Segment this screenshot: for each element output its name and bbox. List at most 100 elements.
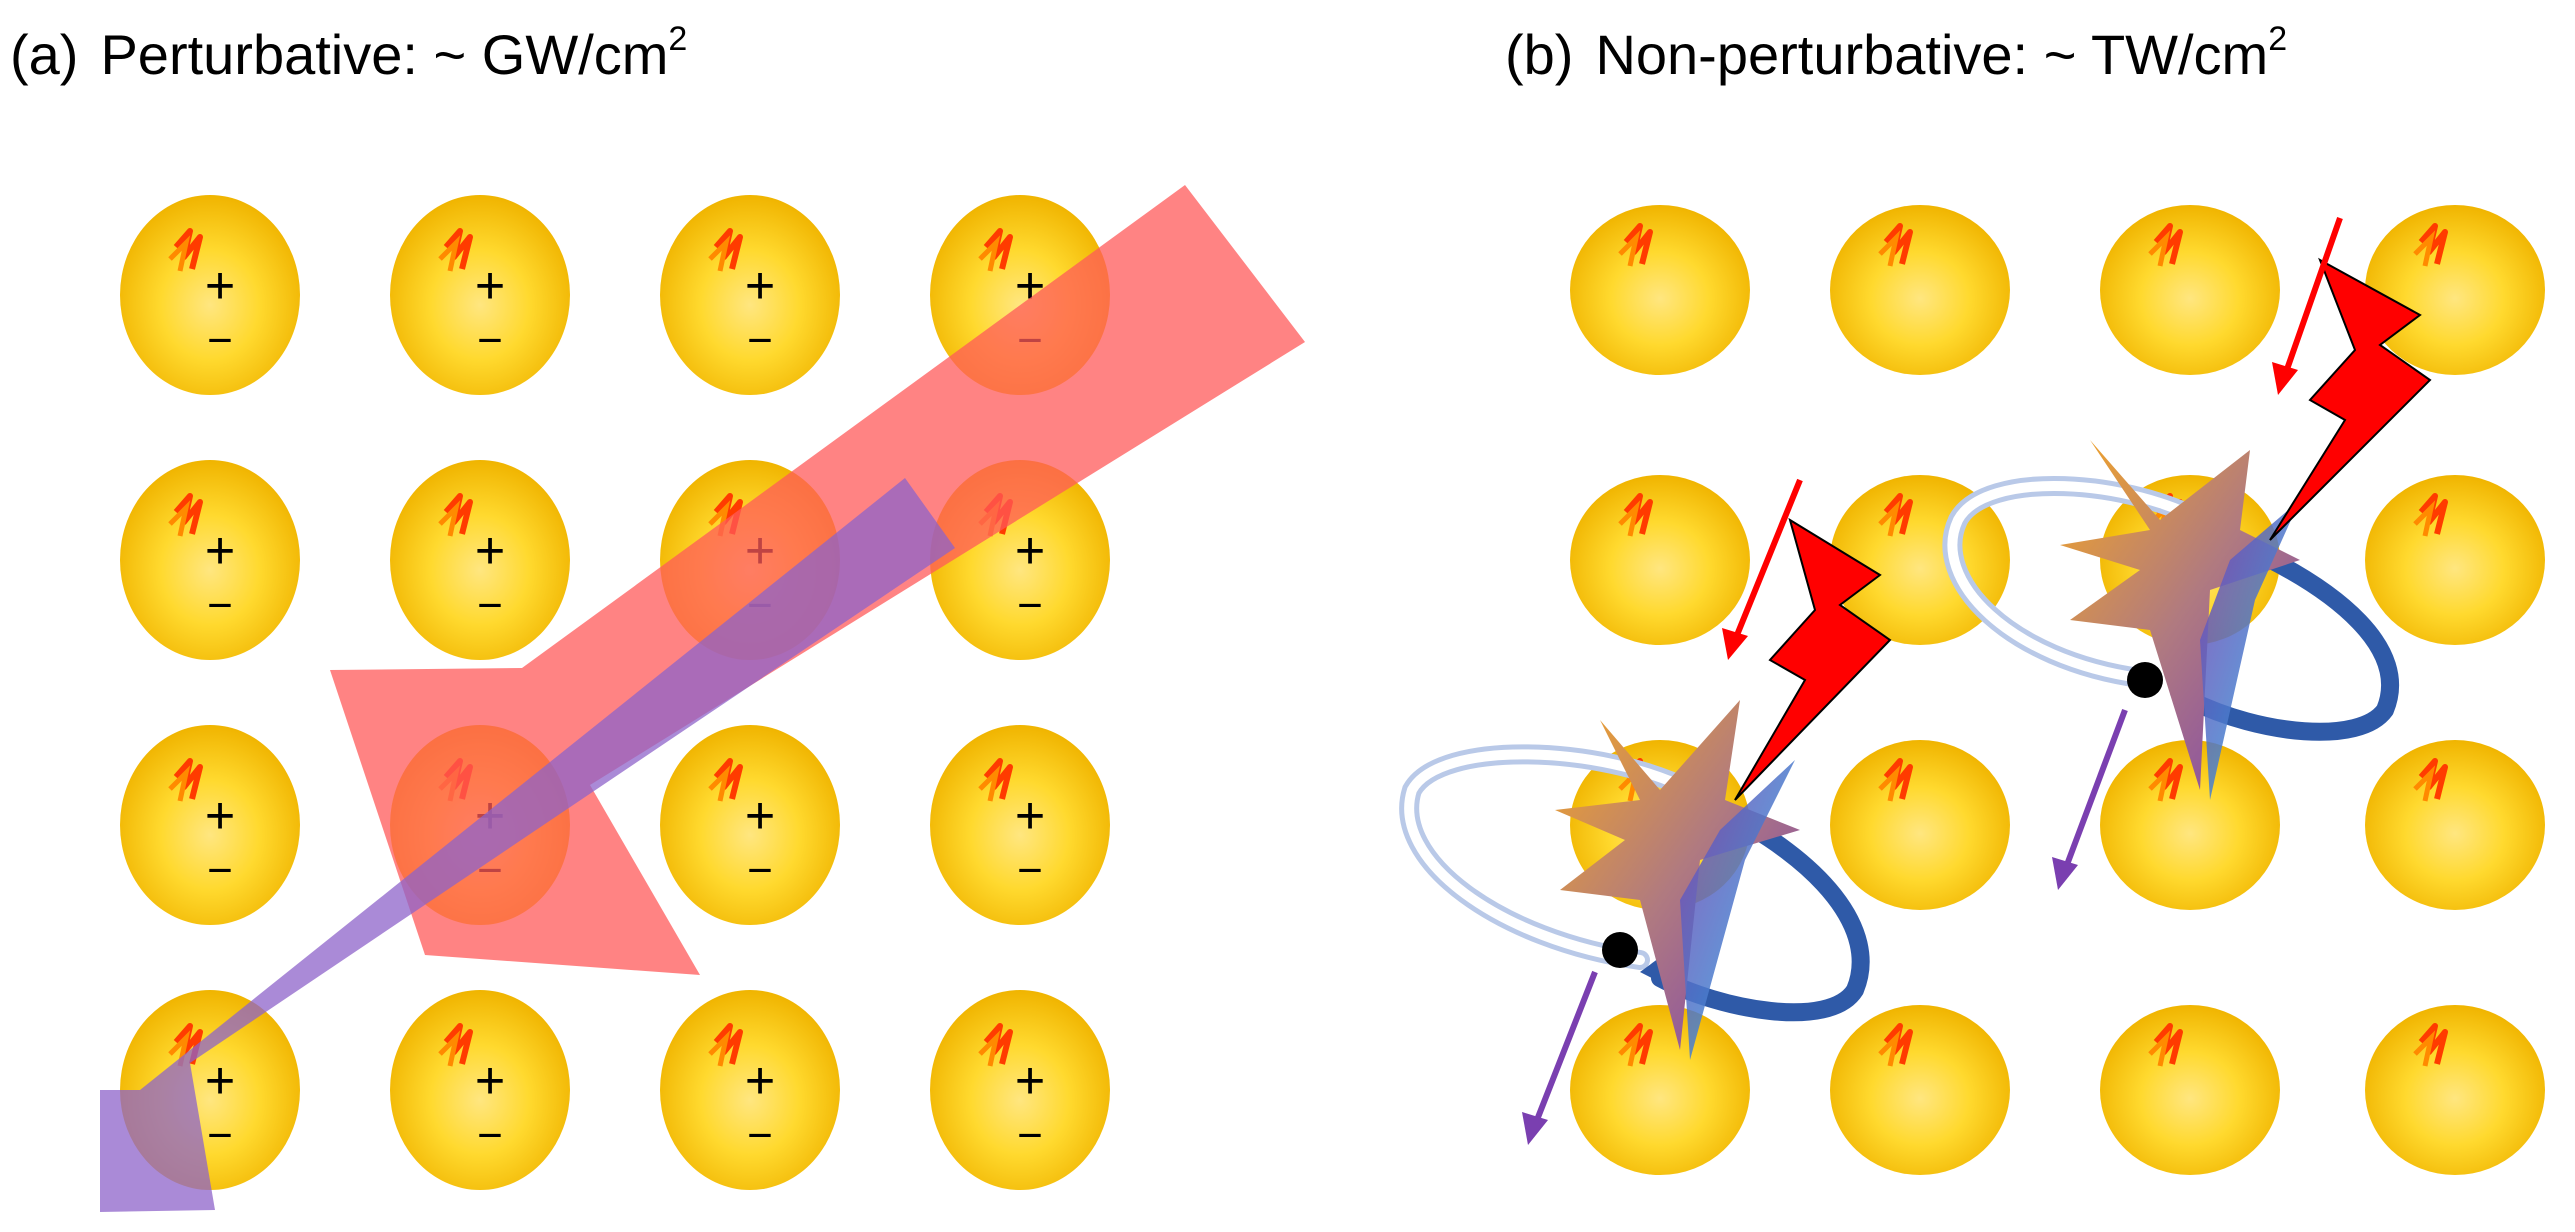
emission-star <box>2060 440 2300 790</box>
negative-charge: − <box>747 1111 773 1160</box>
atom-body <box>1570 475 1750 645</box>
atom-body <box>660 990 840 1190</box>
negative-charge: − <box>1017 1111 1043 1160</box>
negative-charge: − <box>1017 581 1043 630</box>
atom-body <box>1570 205 1750 375</box>
atom-body <box>2365 475 2545 645</box>
atom-body <box>1830 740 2010 910</box>
atom: +− <box>660 725 840 925</box>
positive-charge: + <box>205 1052 235 1110</box>
atom-body <box>2365 205 2545 375</box>
negative-charge: − <box>477 1111 503 1160</box>
incident-field-arrow <box>2282 217 2343 376</box>
ionization-event-left <box>1399 478 1892 1145</box>
atom-body <box>660 195 840 395</box>
atom: +− <box>390 990 570 1190</box>
electron-orbit-return <box>1651 801 1870 1022</box>
atom-body <box>2100 205 2280 375</box>
electron-orbit-return <box>2181 536 2399 741</box>
atom <box>2365 740 2545 910</box>
atom-body <box>1570 1005 1750 1175</box>
atom-body <box>2100 1005 2280 1175</box>
positive-charge: + <box>475 1052 505 1110</box>
negative-charge: − <box>477 581 503 630</box>
atom-body <box>1830 205 2010 375</box>
atom <box>1570 475 1750 645</box>
atom-body <box>930 990 1110 1190</box>
positive-charge: + <box>745 257 775 315</box>
laser-bolt-icon <box>1734 517 1892 801</box>
atom-body <box>390 990 570 1190</box>
negative-charge: − <box>747 316 773 365</box>
atom: +− <box>930 990 1110 1190</box>
atom <box>1570 205 1750 375</box>
panel-b-atom-lattice <box>1570 205 2545 1175</box>
panel-a-intensity: ~ GW/cm <box>433 23 669 86</box>
atom-body <box>930 725 1110 925</box>
electron <box>2127 662 2163 698</box>
atom: +− <box>930 725 1110 925</box>
electron <box>1602 932 1638 968</box>
atom-body <box>120 195 300 395</box>
negative-charge: − <box>207 846 233 895</box>
atom <box>1830 740 2010 910</box>
atom <box>1830 1005 2010 1175</box>
atom <box>2100 1005 2280 1175</box>
panel-b-intensity: ~ TW/cm <box>2043 23 2269 86</box>
atom-body <box>2365 1005 2545 1175</box>
negative-charge: − <box>747 846 773 895</box>
atom <box>2100 205 2280 375</box>
panel-a-title: (a) Perturbative: ~ GW/cm2 <box>10 22 687 87</box>
atom-body <box>1830 1005 2010 1175</box>
incident-field-arrow <box>1732 478 1803 642</box>
harmonic-emission-arrow <box>2062 708 2128 872</box>
laser-bolt-icon <box>2269 257 2432 541</box>
atom: +− <box>120 725 300 925</box>
negative-charge: − <box>477 316 503 365</box>
panel-b-label: (b) <box>1505 23 1574 86</box>
atom <box>2365 1005 2545 1175</box>
atom-body <box>390 460 570 660</box>
harmonic-beam-arrow <box>100 478 955 1212</box>
atom-body <box>2100 740 2280 910</box>
panel-b-title: (b) Non-perturbative: ~ TW/cm2 <box>1505 22 2287 87</box>
positive-charge: + <box>475 257 505 315</box>
harmonic-emission-arrow <box>1532 970 1598 1127</box>
panel-b-regime: Non-perturbative: <box>1595 23 2029 86</box>
panel-a-intensity-exponent: 2 <box>668 20 688 58</box>
panel-a-label: (a) <box>10 23 79 86</box>
atom <box>2365 205 2545 375</box>
positive-charge: + <box>475 522 505 580</box>
positive-charge: + <box>205 787 235 845</box>
atom <box>1830 205 2010 375</box>
atom <box>2365 475 2545 645</box>
panel-b-intensity-exponent: 2 <box>2268 20 2288 58</box>
emission-star <box>1555 700 1800 1050</box>
atom: +− <box>120 195 300 395</box>
atom <box>2100 740 2280 910</box>
atom: +− <box>660 195 840 395</box>
atom: +− <box>390 195 570 395</box>
positive-charge: + <box>205 522 235 580</box>
positive-charge: + <box>745 787 775 845</box>
panel-a-regime: Perturbative: <box>100 23 418 86</box>
panel-a-atom-lattice: +−+−+−+−+−+−+−+−+−+−+−+−+−+−+−+− <box>120 195 1110 1190</box>
negative-charge: − <box>207 316 233 365</box>
negative-charge: − <box>207 1111 233 1160</box>
atom-body <box>120 725 300 925</box>
atom-body <box>2365 740 2545 910</box>
atom-body <box>120 460 300 660</box>
positive-charge: + <box>1015 1052 1045 1110</box>
atom: +− <box>120 460 300 660</box>
positive-charge: + <box>745 1052 775 1110</box>
atom: +− <box>390 460 570 660</box>
atom <box>1570 1005 1750 1175</box>
atom-body <box>390 195 570 395</box>
positive-charge: + <box>1015 787 1045 845</box>
positive-charge: + <box>1015 522 1045 580</box>
negative-charge: − <box>1017 846 1043 895</box>
ionization-event-right <box>1942 217 2432 890</box>
negative-charge: − <box>207 581 233 630</box>
